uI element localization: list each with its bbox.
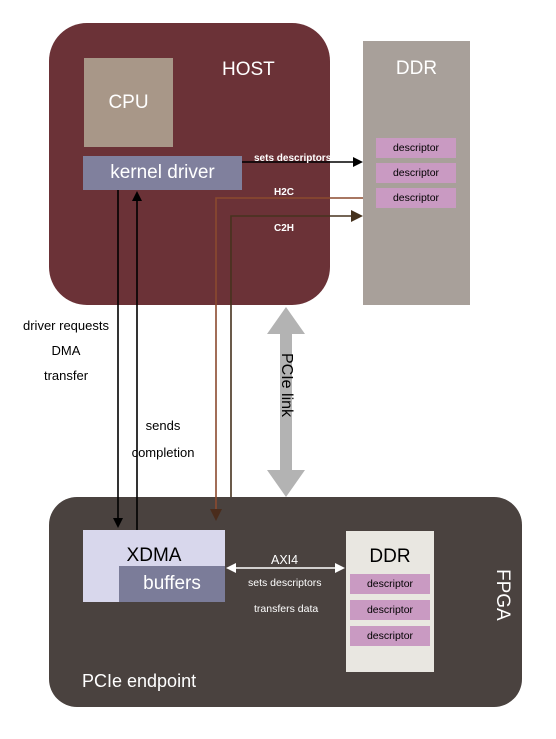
pcie-link-label: PCIe link [278,352,295,418]
sends-completion-line-1: sends [145,418,181,433]
fpga-ddr-descriptor-3: descriptor [350,626,430,646]
buffers-box: buffers [119,566,225,602]
pcie-link-arrow [267,307,305,497]
h2c-arrow [210,197,363,521]
xdma-label: XDMA [126,545,182,566]
driver-requests-line-3: transfer [43,368,89,383]
axi4-arrowhead-left [226,563,236,573]
host-ddr-descriptor-1: descriptor [376,138,456,158]
sends-completion-line-2: completion [131,445,195,460]
host-ddr-descriptor-3: descriptor [376,188,456,208]
kernel-driver-box: kernel driver [83,156,242,190]
host-label: HOST [222,59,275,80]
host-ddr-label: DDR [395,58,438,79]
pcie-endpoint-label: PCIe endpoint [82,671,197,691]
axi-sets-descriptors-label: sets descriptors [248,577,322,589]
fpga-ddr-descriptor-2: descriptor [350,600,430,620]
axi4-arrowhead-right [335,563,345,573]
driver-requests-line-1: driver requests [23,318,109,333]
sets-descriptors-label: sets descriptors [254,153,332,164]
host-ddr-descriptor-2: descriptor [376,163,456,183]
h2c-label: H2C [274,187,295,198]
fpga-ddr-label: DDR [369,546,411,567]
c2h-arrow [230,210,363,497]
cpu-box [84,58,173,147]
cpu-label: CPU [108,92,149,113]
axi-transfers-data-label: transfers data [254,603,319,615]
sends-completion-label: sends completion [120,412,206,466]
c2h-label: C2H [274,223,295,234]
fpga-label: FPGA [492,569,513,621]
fpga-ddr-descriptor-1: descriptor [350,574,430,594]
driver-requests-label: driver requests DMA transfer [10,313,122,388]
driver-requests-line-2: DMA [51,343,81,358]
axi4-label: AXI4 [271,553,299,567]
